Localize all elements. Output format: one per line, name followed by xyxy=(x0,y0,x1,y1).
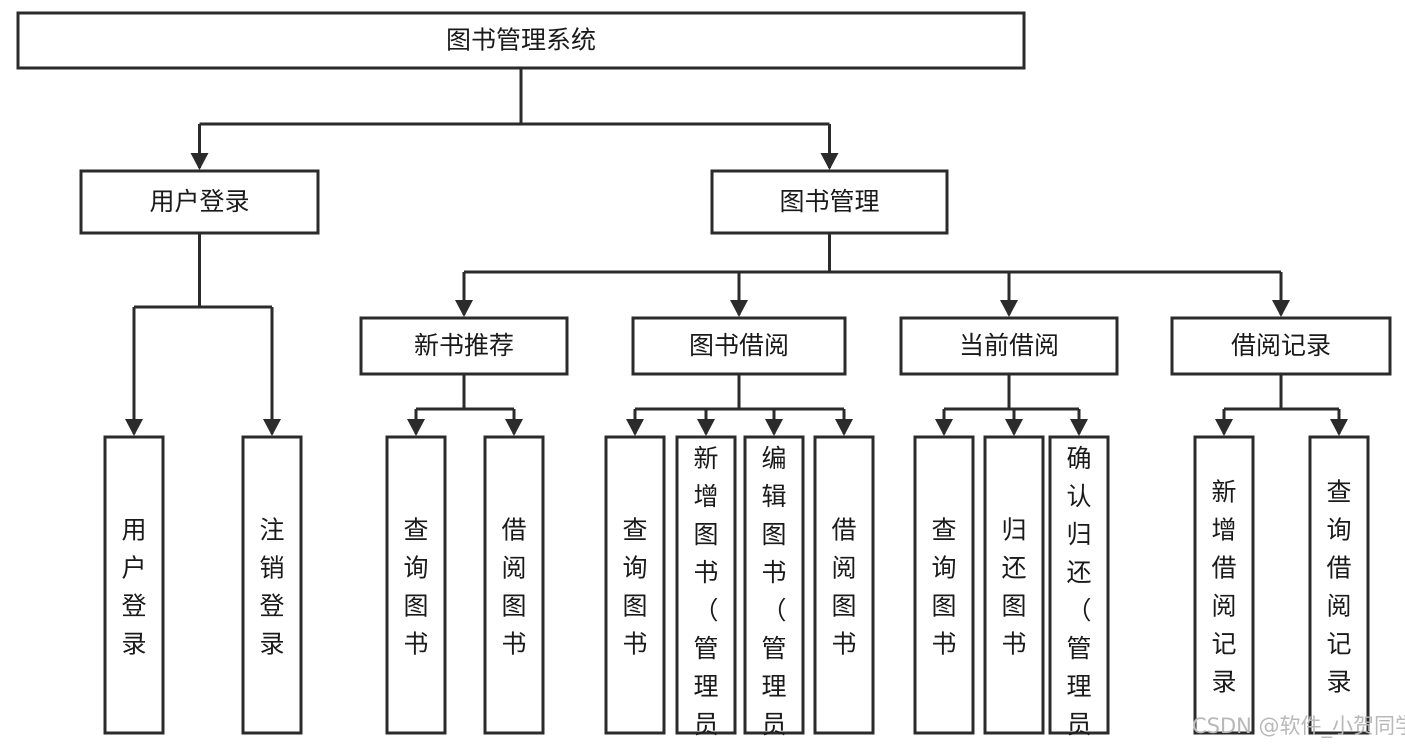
book-borrow-to-leaves-arrow-2-icon xyxy=(765,419,783,436)
current-borrow-to-leaves-arrow-1-icon xyxy=(1005,419,1023,436)
node-leaf-confirm-return-label: 确认归还（管理员） xyxy=(1066,444,1091,747)
node-leaf-query-book-borrow[interactable]: 查询图书 xyxy=(604,435,666,735)
node-leaf-borrow-book-rec-box[interactable] xyxy=(483,435,545,735)
node-leaf-add-book-label: 新增图书（管理员） xyxy=(693,444,718,747)
node-leaf-borrow-book-box[interactable] xyxy=(813,435,875,735)
node-root-system-label: 图书管理系统 xyxy=(446,26,596,55)
node-leaf-query-record[interactable]: 查询借阅记录 xyxy=(1308,435,1370,735)
node-leaf-add-record-box[interactable] xyxy=(1193,435,1255,735)
node-leaf-borrow-book-rec-label: 借阅图书 xyxy=(501,516,526,659)
node-current-borrow-box[interactable] xyxy=(899,316,1119,376)
bookmgmt-to-level2-arrow-1-icon xyxy=(730,300,748,317)
node-leaf-query-book-current-box[interactable] xyxy=(913,435,975,735)
node-root-system-box[interactable] xyxy=(16,11,1026,70)
userlogin-to-leaves-arrow-0-icon xyxy=(125,419,143,436)
node-leaf-query-record-box[interactable] xyxy=(1308,435,1370,735)
node-user-login-label: 用户登录 xyxy=(149,187,249,216)
node-book-management-label: 图书管理 xyxy=(779,187,879,216)
bookmgmt-to-level2-arrow-0-icon xyxy=(455,300,473,317)
book-borrow-to-leaves-arrow-0-icon xyxy=(626,419,644,436)
node-user-login-box[interactable] xyxy=(79,169,320,235)
node-leaf-user-login-box[interactable] xyxy=(103,435,165,735)
node-root-system[interactable]: 图书管理系统 xyxy=(16,11,1026,70)
node-leaf-query-book-rec-label: 查询图书 xyxy=(403,516,428,659)
node-user-login[interactable]: 用户登录 xyxy=(79,169,320,235)
node-leaf-add-record-label: 新增借阅记录 xyxy=(1211,478,1236,697)
node-leaf-query-book-rec[interactable]: 查询图书 xyxy=(385,435,447,735)
node-leaf-borrow-book-label: 借阅图书 xyxy=(831,516,856,659)
node-current-borrow-label: 当前借阅 xyxy=(959,331,1059,360)
node-leaf-confirm-return-box[interactable] xyxy=(1048,435,1110,735)
node-leaf-logout[interactable]: 注销登录 xyxy=(241,435,303,735)
node-book-borrow[interactable]: 图书借阅 xyxy=(631,316,847,376)
node-leaf-query-book-current-label: 查询图书 xyxy=(931,516,956,659)
node-leaf-logout-box[interactable] xyxy=(241,435,303,735)
node-leaf-add-record[interactable]: 新增借阅记录 xyxy=(1193,435,1255,735)
node-leaf-add-book[interactable]: 新增图书（管理员） xyxy=(675,435,737,747)
borrow-records-to-leaves-arrow-1-icon xyxy=(1330,419,1348,436)
node-new-book-recommend[interactable]: 新书推荐 xyxy=(359,316,569,376)
current-borrow-to-leaves-arrow-2-icon xyxy=(1070,419,1088,436)
node-book-borrow-label: 图书借阅 xyxy=(689,331,789,360)
node-borrow-records-label: 借阅记录 xyxy=(1231,331,1331,360)
new-book-recommend-to-leaves-arrow-1-icon xyxy=(505,419,523,436)
node-book-management[interactable]: 图书管理 xyxy=(710,169,949,235)
current-borrow-to-leaves-arrow-0-icon xyxy=(935,419,953,436)
node-leaf-add-book-box[interactable] xyxy=(675,435,737,735)
node-leaf-edit-book-label: 编辑图书（管理员） xyxy=(761,444,786,747)
bookmgmt-to-level2-arrow-2-icon xyxy=(1000,300,1018,317)
book-borrow-to-leaves-arrow-1-icon xyxy=(697,419,715,436)
node-leaf-confirm-return[interactable]: 确认归还（管理员） xyxy=(1048,435,1110,747)
root-to-level1-arrow-0-icon xyxy=(190,153,209,170)
watermark-label: CSDN @软件_小贺同学 xyxy=(1192,714,1405,739)
node-leaf-return-book[interactable]: 归还图书 xyxy=(983,435,1045,735)
node-new-book-recommend-label: 新书推荐 xyxy=(414,331,514,360)
nodes-layer: 图书管理系统用户登录图书管理新书推荐图书借阅当前借阅借阅记录用户登录注销登录查询… xyxy=(16,11,1392,747)
node-new-book-recommend-box[interactable] xyxy=(359,316,569,376)
node-leaf-logout-label: 注销登录 xyxy=(259,516,284,659)
node-leaf-edit-book-box[interactable] xyxy=(743,435,805,735)
borrow-records-to-leaves-arrow-0-icon xyxy=(1215,419,1233,436)
node-current-borrow[interactable]: 当前借阅 xyxy=(899,316,1119,376)
node-leaf-edit-book[interactable]: 编辑图书（管理员） xyxy=(743,435,805,747)
node-leaf-return-book-box[interactable] xyxy=(983,435,1045,735)
node-leaf-borrow-book[interactable]: 借阅图书 xyxy=(813,435,875,735)
node-leaf-query-record-label: 查询借阅记录 xyxy=(1326,478,1351,697)
node-leaf-query-book-borrow-box[interactable] xyxy=(604,435,666,735)
new-book-recommend-to-leaves-arrow-0-icon xyxy=(407,419,425,436)
bookmgmt-to-level2-arrow-3-icon xyxy=(1272,300,1290,317)
node-book-management-box[interactable] xyxy=(710,169,949,235)
node-leaf-user-login[interactable]: 用户登录 xyxy=(103,435,165,735)
node-leaf-query-book-current[interactable]: 查询图书 xyxy=(913,435,975,735)
node-leaf-user-login-label: 用户登录 xyxy=(121,516,146,659)
root-to-level1-arrow-1-icon xyxy=(820,153,839,170)
node-leaf-return-book-label: 归还图书 xyxy=(1001,516,1026,659)
userlogin-to-leaves-arrow-1-icon xyxy=(263,419,281,436)
connectors-layer xyxy=(125,68,1348,436)
node-leaf-query-book-rec-box[interactable] xyxy=(385,435,447,735)
book-borrow-to-leaves-arrow-3-icon xyxy=(835,419,853,436)
node-leaf-query-book-borrow-label: 查询图书 xyxy=(622,516,647,659)
node-book-borrow-box[interactable] xyxy=(631,316,847,376)
node-borrow-records[interactable]: 借阅记录 xyxy=(1170,316,1392,376)
node-borrow-records-box[interactable] xyxy=(1170,316,1392,376)
node-leaf-borrow-book-rec[interactable]: 借阅图书 xyxy=(483,435,545,735)
